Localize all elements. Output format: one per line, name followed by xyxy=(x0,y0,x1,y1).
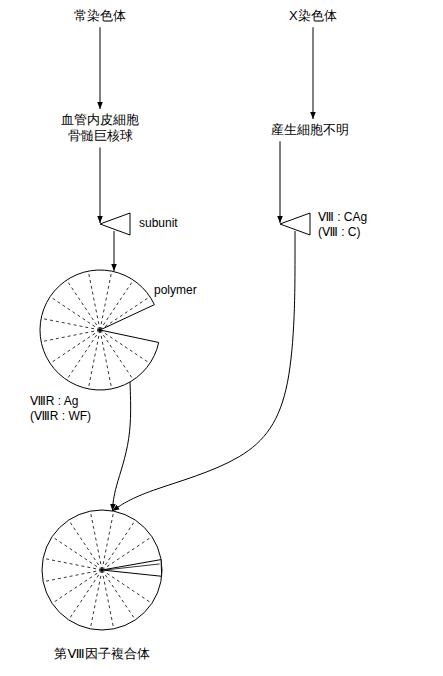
radial-dash xyxy=(68,330,100,377)
cell-label: 産生細胞不明 xyxy=(271,122,349,138)
disc-symbol xyxy=(38,268,162,392)
part-label: polymer xyxy=(154,283,197,298)
polymer-outline xyxy=(40,270,159,390)
part-label: 第Ⅷ因子複合体 xyxy=(40,646,164,662)
text-holder: ⅧR : Ag (ⅧR : WF) xyxy=(30,394,96,424)
radial-dash xyxy=(102,570,149,602)
radial-dash xyxy=(89,330,100,386)
text-holder: Ⅷ : CAg (Ⅷ : C) xyxy=(318,210,382,240)
part-label: subunit xyxy=(139,216,178,231)
radial-dash xyxy=(89,274,100,330)
wedge-outline xyxy=(280,213,310,235)
wedge-outline xyxy=(100,213,130,235)
radial-dash xyxy=(44,319,100,330)
radial-dash xyxy=(100,274,111,330)
radial-dash xyxy=(100,298,147,330)
wedge-symbol xyxy=(279,212,311,236)
radial-dash xyxy=(102,514,113,570)
node-text: 産生細胞不明 xyxy=(271,122,349,138)
node-text: X染色体 xyxy=(289,8,337,24)
part-label: Ⅷ : CAg (Ⅷ : C) xyxy=(318,210,382,240)
text-holder: subunit xyxy=(139,216,178,231)
flow-arrow xyxy=(100,148,101,224)
radial-dash xyxy=(46,570,102,581)
radial-dash xyxy=(102,570,113,626)
disc-symbol xyxy=(40,508,164,632)
radial-dash xyxy=(91,570,102,626)
radial-dash xyxy=(70,570,102,617)
flow-arrow xyxy=(100,27,101,109)
wedge-symbol xyxy=(99,212,131,236)
radial-dash xyxy=(100,330,147,362)
source-label: X染色体 xyxy=(289,8,337,24)
radial-dash xyxy=(53,298,100,330)
radial-dash xyxy=(100,330,111,386)
radial-dash xyxy=(91,514,102,570)
polymer-disc: polymer ⅧR : Ag (ⅧR : WF) xyxy=(30,268,230,428)
flow-arrow xyxy=(112,382,130,511)
flow-arrow xyxy=(280,141,281,223)
flow-arrow xyxy=(114,231,115,271)
text-holder: 第Ⅷ因子複合体 xyxy=(40,646,164,662)
wedge-edge xyxy=(105,564,160,570)
complex-disc: 第Ⅷ因子複合体 xyxy=(30,508,180,670)
source-label: 常染色体 xyxy=(74,8,126,24)
factor-wedge: Ⅷ : CAg (Ⅷ : C) xyxy=(279,210,389,250)
radial-dash xyxy=(55,538,102,570)
cell-label: 血管内皮細胞 骨髄巨核球 xyxy=(58,112,142,145)
node-text: 血管内皮細胞 骨髄巨核球 xyxy=(58,112,142,145)
flow-arrow xyxy=(313,27,314,119)
node-text: 常染色体 xyxy=(74,8,126,24)
radial-dash xyxy=(44,330,100,341)
radial-dash xyxy=(46,559,102,570)
text-holder: polymer xyxy=(154,283,197,298)
part-label: ⅧR : Ag (ⅧR : WF) xyxy=(30,394,96,424)
complex-outline xyxy=(42,510,162,630)
radial-dash xyxy=(100,283,132,330)
radial-dash xyxy=(102,523,134,570)
inserted-wedge xyxy=(102,560,162,577)
subunit-wedge: subunit xyxy=(99,212,199,238)
